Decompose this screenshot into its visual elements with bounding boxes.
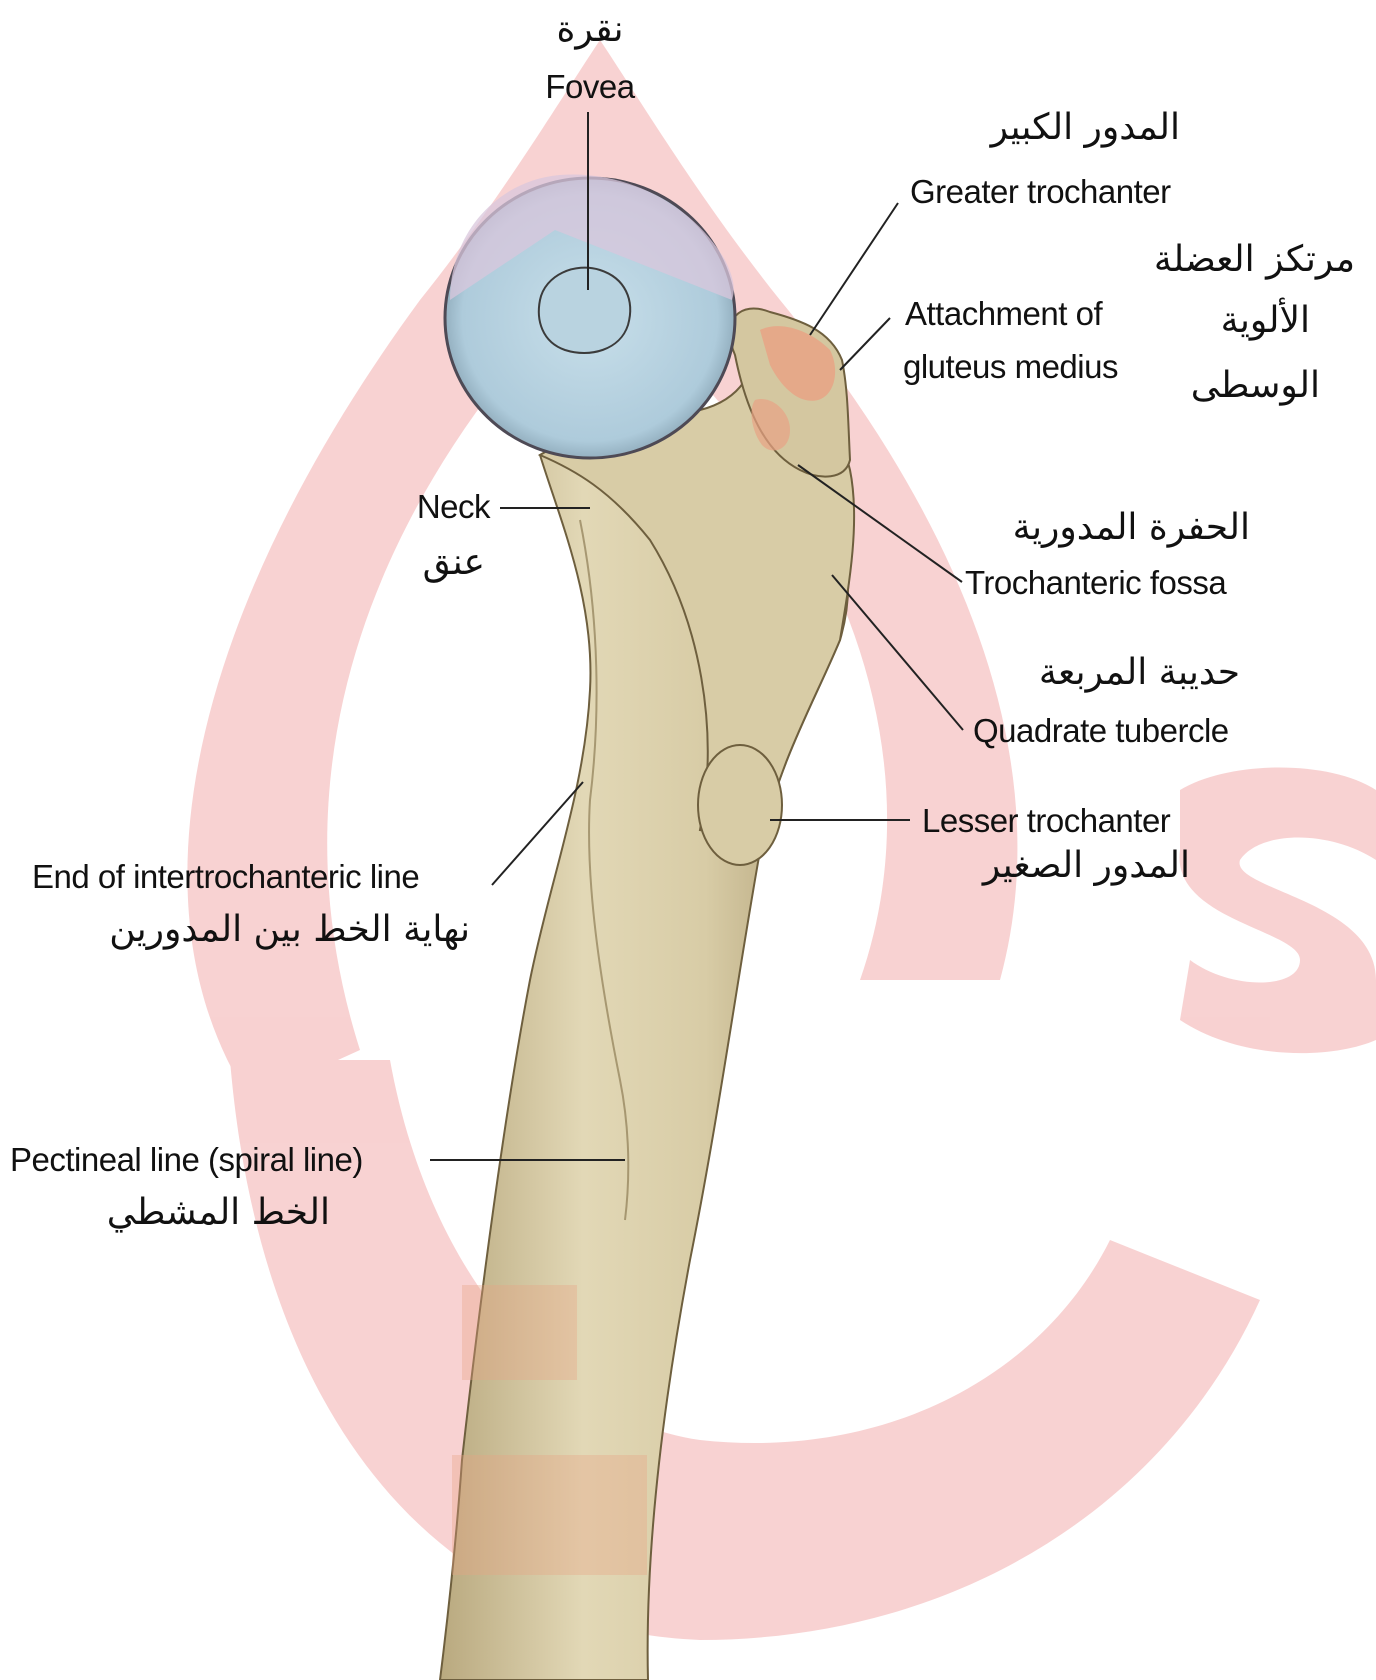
intertrochanteric-line-label-en: End of intertrochanteric line bbox=[32, 860, 419, 893]
quadrate-tubercle-label-en: Quadrate tubercle bbox=[973, 714, 1229, 747]
lesser-trochanter bbox=[698, 745, 782, 865]
leader-greater-trochanter bbox=[810, 203, 898, 335]
lesser-trochanter-label-en: Lesser trochanter bbox=[922, 804, 1170, 837]
neck-label-ar: عنق bbox=[380, 545, 485, 581]
gluteus-medius-label-ar-2: الألوية bbox=[1110, 303, 1310, 339]
gluteus-medius-label-en-2: gluteus medius bbox=[903, 350, 1118, 383]
quadrate-tubercle-label-ar: حديبة المربعة bbox=[960, 655, 1240, 691]
gluteus-medius-label-ar-1: مرتكز العضلة bbox=[1070, 242, 1355, 278]
trochanteric-fossa-label-ar: الحفرة المدورية bbox=[920, 510, 1250, 546]
pectineal-line-label-en: Pectineal line (spiral line) bbox=[10, 1143, 363, 1176]
lesser-trochanter-label-ar: المدور الصغير bbox=[920, 848, 1190, 884]
trochanteric-fossa-label-en: Trochanteric fossa bbox=[965, 566, 1226, 599]
greater-trochanter-label-ar: المدور الكبير bbox=[880, 110, 1180, 146]
neck-label-en: Neck bbox=[360, 490, 490, 523]
leader-gluteus-medius bbox=[840, 318, 890, 370]
gluteus-medius-label-en-1: Attachment of bbox=[905, 297, 1102, 330]
shaft-band-2 bbox=[452, 1455, 647, 1575]
greater-trochanter-label-en: Greater trochanter bbox=[910, 175, 1171, 208]
shaft-band-1 bbox=[462, 1285, 577, 1380]
fovea-label-en: Fovea bbox=[480, 70, 700, 103]
watermark-logo bbox=[187, 40, 1376, 1640]
fovea-label-ar: نقرة bbox=[490, 12, 690, 48]
fovea-pit bbox=[539, 268, 630, 353]
pectineal-line-label-ar: الخط المشطي bbox=[50, 1195, 330, 1231]
gluteus-medius-label-ar-3: الوسطى bbox=[1130, 368, 1320, 404]
intertrochanteric-line-label-ar: نهاية الخط بين المدورين bbox=[30, 912, 470, 948]
